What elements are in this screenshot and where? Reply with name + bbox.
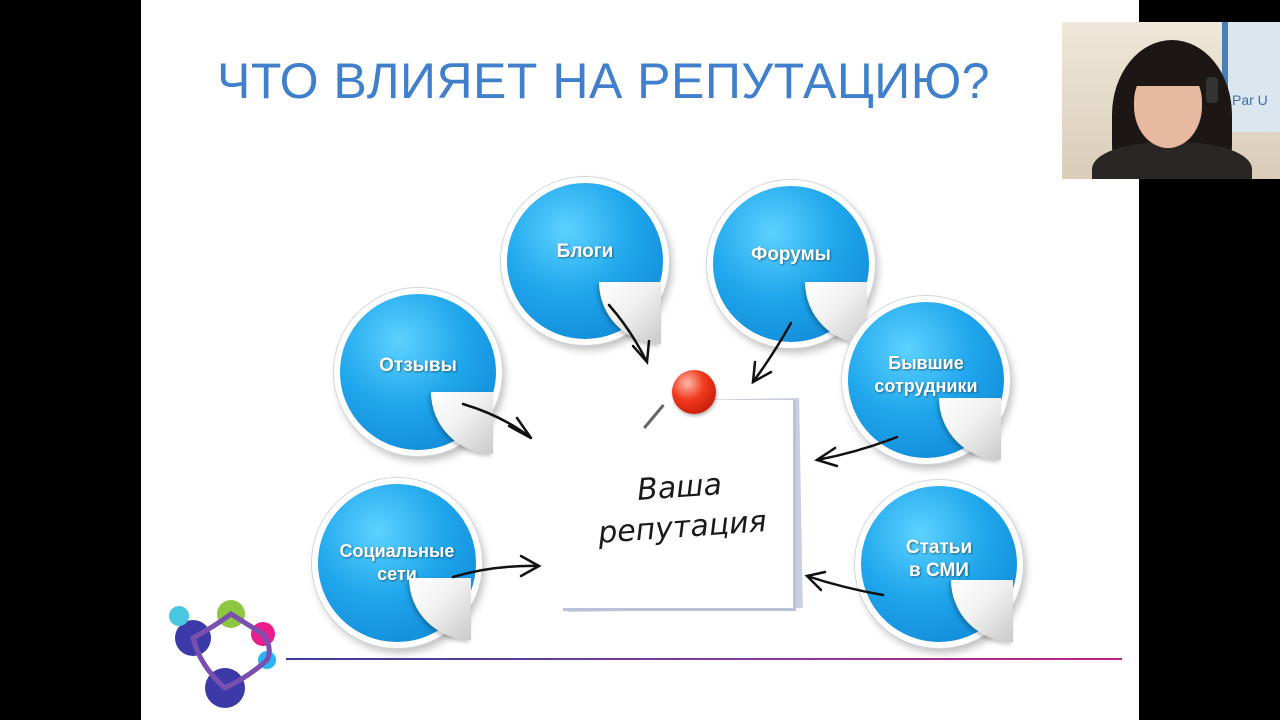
arrow-blogs [607, 303, 649, 364]
sticker-label-media-articles: Статьи в СМИ [905, 537, 973, 581]
footer-divider [286, 658, 1122, 660]
sticker-label-reviews: Отзывы [379, 354, 457, 376]
reputation-note [563, 400, 796, 611]
arrow-social-networks [451, 564, 541, 579]
headset-icon [1206, 77, 1218, 103]
sticker-label-former-employees: Бывшие сотрудники [874, 353, 978, 396]
person-body [1092, 142, 1252, 179]
slide-title: ЧТО ВЛИЯЕТ НА РЕПУТАЦИЮ? [217, 53, 991, 109]
sticker-label-forums: Форумы [751, 243, 831, 265]
arrow-media-articles [805, 574, 885, 597]
sticker-label-blogs: Блоги [556, 240, 614, 262]
arrows-layer [451, 303, 899, 597]
arrow-head [751, 360, 773, 385]
arrow-former-employees [815, 435, 899, 462]
arrow-head [631, 339, 651, 366]
wall-poster-text: Par U [1232, 92, 1268, 108]
person-bangs [1130, 50, 1208, 86]
presentation-slide: ЧТО ВЛИЯЕТ НА РЕПУТАЦИЮ? Блоги Форумы От… [141, 0, 1139, 720]
arrow-forums [751, 321, 793, 384]
webcam-video: Par U [1062, 22, 1280, 179]
sticker-label-social-networks: Социальные сети [339, 541, 455, 584]
arrow-head [507, 416, 533, 440]
arrow-head [814, 446, 839, 468]
company-logo-icon [169, 600, 276, 708]
arrow-head [804, 570, 827, 592]
pushpin-icon [672, 370, 716, 414]
arrow-head [519, 554, 542, 578]
